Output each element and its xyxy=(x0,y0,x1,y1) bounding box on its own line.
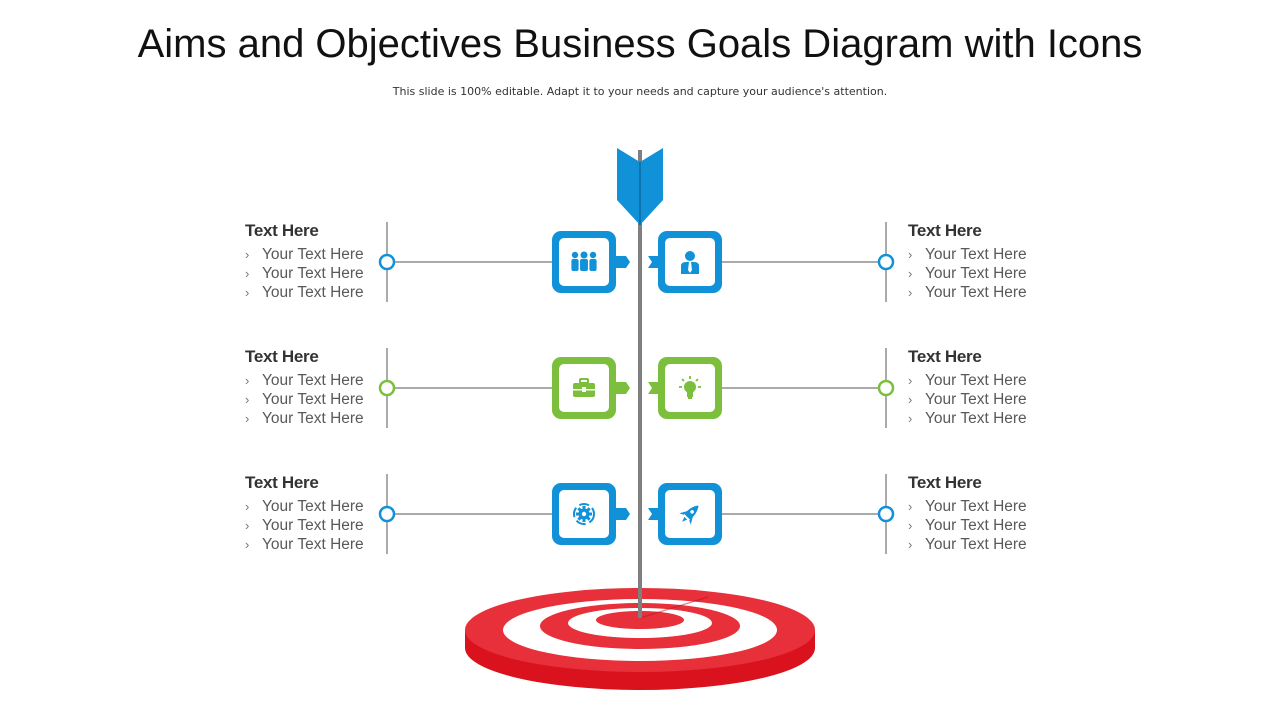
list-item: ›Your Text Here xyxy=(245,410,364,427)
right-block-2: Text Here ›Your Text Here ›Your Text Her… xyxy=(908,347,1068,428)
left-block-1: Text Here ›Your Text Here ›Your Text Her… xyxy=(245,221,405,302)
list-item: ›Your Text Here xyxy=(245,284,364,301)
connector-node xyxy=(877,379,895,397)
list-item: ›Your Text Here xyxy=(245,517,364,534)
team-icon xyxy=(571,251,597,271)
lightbulb-icon xyxy=(679,376,701,399)
briefcase-icon xyxy=(573,378,595,397)
connector-node xyxy=(378,253,396,271)
list-item: ›Your Text Here xyxy=(908,246,1027,263)
list-item: ›Your Text Here xyxy=(245,265,364,282)
connector-node xyxy=(877,253,895,271)
block-heading: Text Here xyxy=(245,347,319,366)
list-item: ›Your Text Here xyxy=(908,498,1027,515)
list-item: ›Your Text Here xyxy=(245,498,364,515)
right-block-1: Text Here ›Your Text Here ›Your Text Her… xyxy=(908,221,1068,302)
connector-node xyxy=(378,379,396,397)
list-item: ›Your Text Here xyxy=(245,391,364,408)
list-item: ›Your Text Here xyxy=(908,391,1027,408)
target-icon xyxy=(465,588,815,690)
list-item: ›Your Text Here xyxy=(908,265,1027,282)
icon-tile xyxy=(648,231,722,293)
right-block-3: Text Here ›Your Text Here ›Your Text Her… xyxy=(908,473,1068,554)
list-item: ›Your Text Here xyxy=(245,246,364,263)
icon-tile xyxy=(552,483,630,545)
list-item: ›Your Text Here xyxy=(908,517,1027,534)
rocket-icon xyxy=(679,505,699,525)
list-item: ›Your Text Here xyxy=(908,410,1027,427)
list-item: ›Your Text Here xyxy=(908,536,1027,553)
block-heading: Text Here xyxy=(908,473,982,492)
icon-tile xyxy=(552,231,630,293)
block-heading: Text Here xyxy=(245,473,319,492)
left-block-3: Text Here ›Your Text Here ›Your Text Her… xyxy=(245,473,405,554)
connector-node xyxy=(378,505,396,523)
icon-tile xyxy=(648,483,722,545)
page-title: Aims and Objectives Business Goals Diagr… xyxy=(137,22,1143,66)
left-block-2: Text Here ›Your Text Here ›Your Text Her… xyxy=(245,347,405,428)
connector-node xyxy=(877,505,895,523)
list-item: ›Your Text Here xyxy=(245,372,364,389)
list-item: ›Your Text Here xyxy=(245,536,364,553)
list-item: ›Your Text Here xyxy=(908,284,1027,301)
icon-tile xyxy=(552,357,630,419)
icon-tile xyxy=(648,357,722,419)
block-heading: Text Here xyxy=(908,347,982,366)
businessman-icon xyxy=(681,251,699,274)
block-heading: Text Here xyxy=(245,221,319,240)
page-subtitle: This slide is 100% editable. Adapt it to… xyxy=(392,85,888,98)
block-heading: Text Here xyxy=(908,221,982,240)
list-item: ›Your Text Here xyxy=(908,372,1027,389)
